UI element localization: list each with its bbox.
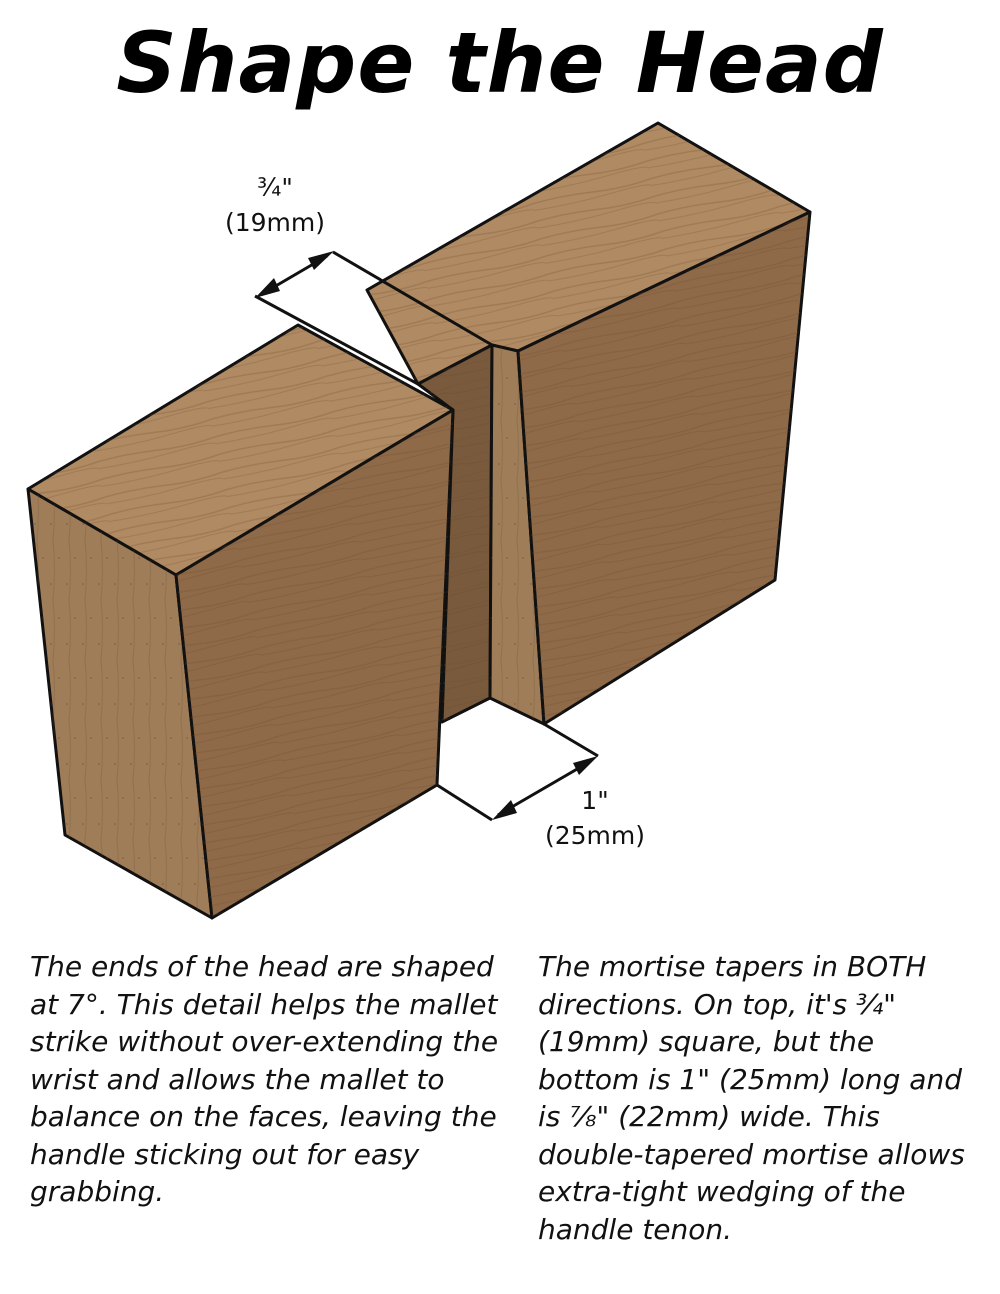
bottom-dimension-metric: (25mm) — [544, 821, 646, 850]
caption-right-fraction2: ⅞" — [569, 1100, 610, 1133]
bottom-dimension-imperial: 1" — [581, 786, 609, 815]
caption-right-fraction1: ¾" — [856, 987, 897, 1021]
caption-right: The mortise tapers in BOTH directions. O… — [538, 948, 978, 1248]
bottom-dimension-label: 1" (25mm) — [520, 783, 670, 853]
caption-right-part3: (22mm) wide. This double-tapered mortise… — [538, 1100, 965, 1246]
top-dimension-label: ¾" (19mm) — [200, 170, 350, 240]
top-dimension-metric: (19mm) — [224, 208, 326, 237]
caption-right-part2: (19mm) square, but the bottom is 1" (25m… — [538, 1025, 962, 1133]
caption-left: The ends of the head are shaped at 7°. T… — [30, 950, 499, 1208]
page-title: Shape the Head — [116, 14, 884, 112]
top-dimension-imperial: ¾" — [257, 173, 293, 202]
caption-right-part1: The mortise tapers in BOTH directions. O… — [538, 950, 927, 1021]
